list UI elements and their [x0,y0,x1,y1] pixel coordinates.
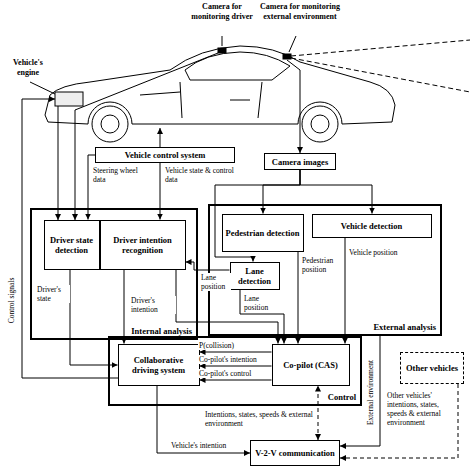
box-label: Lane detection [231,266,279,286]
box-label: Vehicle control system [123,150,208,160]
box-label: Collaborative driving system [119,355,199,375]
box-label: Driver intention recognition [101,235,185,255]
process-box: Driver state detection [44,220,100,270]
front-hub [311,115,329,133]
car-window [185,52,290,80]
process-box: Lane detection [230,262,280,290]
connector-arrow [298,252,299,344]
edge-label: Pedestrian position [301,256,341,274]
process-box: Co-pilot (CAS) [272,344,350,386]
car-door [140,82,262,118]
box-label: Co-pilot (CAS) [281,360,340,370]
callout-label: Vehicle's engine [2,58,54,77]
callout-label: Camera for monitoring driver [188,2,256,21]
leader-line [30,36,296,94]
edge-label: P(collision) [198,341,272,350]
vehicle-control-wire [160,128,161,147]
rear-hub [101,115,119,133]
source-box: Camera images [264,153,336,170]
connector-arrow [200,352,272,353]
engine [55,92,83,106]
edge-label: Co-pilot's control [198,369,272,378]
engine-wire [58,106,59,220]
communication-box: V-2-V communication [250,440,340,466]
edge-label: Lane position [243,294,279,312]
box-label: Driver state detection [45,235,99,255]
edge-label: External environment [367,358,376,425]
box-label: Other vehicles [404,363,460,373]
edge-label: Lane position [200,273,231,291]
box-label: Camera images [270,157,330,167]
connector-arrow [124,270,125,344]
edge-label: Co-pilot's intention [198,355,272,364]
edge-label: Driver's state [36,285,70,303]
analysis-group: Internal analysisDriver state detectionD… [30,208,198,340]
rear-wheel [92,106,128,142]
system-box: Vehicle control system [95,147,235,163]
connector-arrow [318,386,319,441]
connector-arrow [345,238,346,344]
process-box: Driver intention recognition [100,220,186,270]
process-box: Collaborative driving system [118,344,200,386]
edge-label: Vehicle state & control data [164,166,238,184]
edge-label: Other vehicles' intentions, states, spee… [386,391,456,427]
connector-arrow [263,170,300,214]
callout-label: Camera for monitoring external environme… [260,2,340,21]
group-title: External analysis [372,322,437,332]
edge-label: Intentions, states, speeds & external en… [204,410,316,428]
edge-label: Driver's intention [130,296,176,314]
external-camera [283,54,291,59]
box-label: Vehicle detection [339,221,404,231]
connector-arrow [160,163,161,220]
connector-arrow [300,170,372,214]
box-label: Pedestrian detection [224,228,302,238]
connector-arrow [200,380,272,381]
external-box: Other vehicles [400,352,464,384]
camera-driver-wire [75,53,218,220]
field-of-view [291,40,470,92]
edge-label: Vehicle's intention [170,441,244,450]
driver-camera [218,48,226,53]
group-title: Control [327,392,357,402]
group-title: Internal analysis [130,326,193,336]
signal-label: Control signals [8,276,17,324]
box-label: V-2-V communication [253,448,337,458]
connector-arrow [70,270,118,366]
front-wheel [302,106,338,142]
edge-label: Vehicle position [348,248,412,257]
process-box: Pedestrian detection [222,214,304,252]
connector-arrow [200,366,272,367]
process-box: Vehicle detection [312,214,432,238]
connector-arrow [340,384,458,458]
camera-external-wire [287,60,300,153]
edge-label: Steering wheel data [92,166,146,184]
